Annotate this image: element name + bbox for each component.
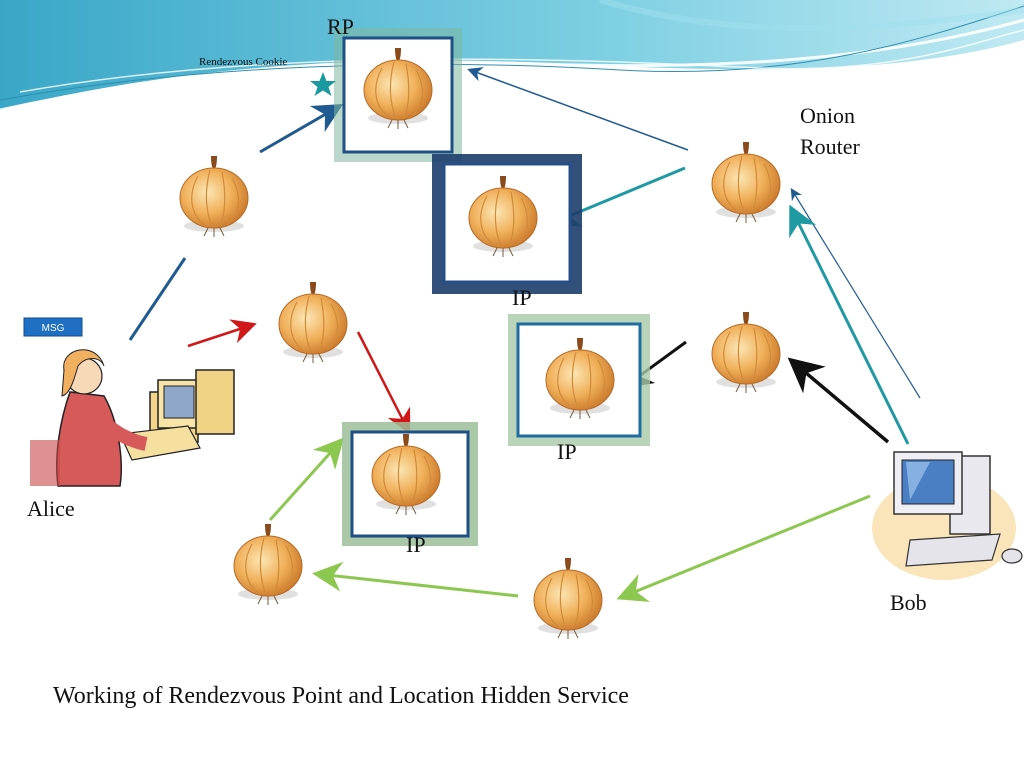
arrow-relay-to-relay-green [312, 561, 519, 598]
arrow-bob-to-router-thin [790, 187, 921, 399]
arrow-alice-to-red-relay [187, 319, 257, 348]
bob-computer-illustration [872, 451, 1023, 580]
ip-top-label: IP [512, 285, 532, 310]
relay-onion-icon [179, 155, 249, 238]
ip-bottom-node [342, 422, 478, 546]
arrow-bob-to-relay-green [616, 494, 871, 602]
alice-label: Alice [27, 496, 75, 521]
arrow-router-to-rp [467, 67, 689, 151]
arrow-relay-to-rp [259, 104, 344, 154]
relay-onion-icon [711, 311, 781, 394]
arrow-red-relay-to-ip [356, 331, 411, 435]
onion-router-icon [711, 141, 781, 224]
bob-label: Bob [890, 590, 927, 615]
rendezvous-cookie-label: Rendezvous Cookie [199, 56, 288, 68]
ip-right-node [508, 314, 650, 446]
rp-label: RP [327, 14, 354, 39]
diagram-caption: Working of Rendezvous Point and Location… [53, 683, 629, 709]
arrow-bob-to-relay-black [787, 357, 890, 444]
header-wave-decoration [0, 0, 1024, 112]
ip-top-node [432, 154, 582, 294]
alice-user-illustration [30, 349, 235, 487]
relay-onion-icon [533, 557, 603, 640]
relay-onion-icon [233, 523, 303, 606]
ip-right-label: IP [557, 439, 577, 464]
msg-label: MSG [42, 323, 65, 334]
onion-router-label-line2: Router [800, 134, 860, 159]
arrow-relay-to-ip-bottom-green [268, 437, 345, 522]
arrow-alice-to-relay [128, 257, 187, 341]
rp-node [334, 28, 462, 162]
onion-router-label-line1: Onion [800, 103, 855, 128]
arrow-bob-to-router-teal [789, 204, 910, 445]
relay-onion-icon [278, 281, 348, 364]
rendezvous-cookie-star-icon [310, 72, 336, 96]
msg-badge: MSG [23, 317, 83, 337]
ip-bottom-label: IP [406, 532, 426, 557]
